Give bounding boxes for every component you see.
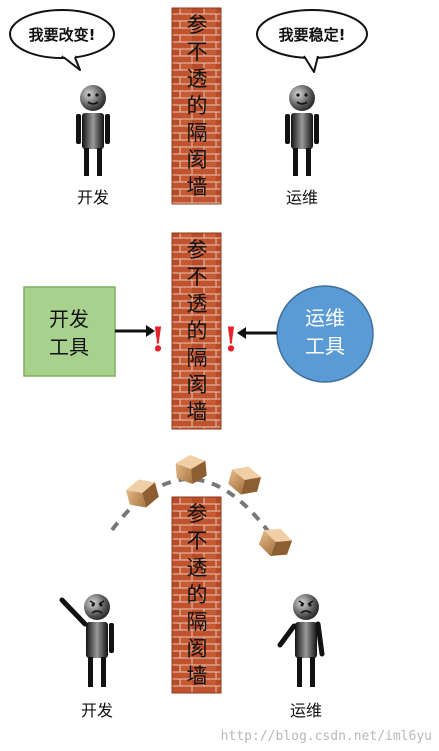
wall-char: 阂 [187, 373, 208, 397]
ops-tool-line1: 运维 [305, 306, 345, 330]
panel-1: 参 不 透 的 隔 阂 墙 我要改变! 我要稳定! [9, 7, 368, 207]
wall-char: 的 [187, 583, 208, 607]
dev-label-bottom: 开发 [81, 701, 113, 720]
dev-speech-bubble: 我要改变! [9, 9, 115, 71]
wall-char: 阂 [187, 637, 208, 661]
dev-tool-box: 开发 工具 [23, 286, 116, 377]
wall-char: 透 [187, 556, 208, 580]
dev-tool-line1: 开发 [49, 307, 89, 331]
wall-char: 不 [187, 40, 208, 64]
dev-tool-line2: 工具 [49, 335, 89, 359]
ops-speech-bubble: 我要稳定! [256, 9, 368, 73]
brick-wall-2: 参 不 透 的 隔 阂 墙 [171, 232, 222, 430]
wall-char: 不 [187, 265, 208, 289]
wall-char: 透 [187, 292, 208, 316]
wall-char: 隔 [187, 121, 208, 145]
wall-char: 墙 [187, 664, 208, 688]
panel-2: 参 不 透 的 隔 阂 墙 开发 工具 ! 运维 工具 [23, 232, 374, 430]
ops-tool-line2: 工具 [305, 334, 345, 358]
package-icon [175, 455, 207, 484]
wall-char: 透 [187, 67, 208, 91]
ops-exclaim-icon: ! [224, 320, 239, 360]
wall-char: 的 [187, 94, 208, 118]
wall-char: 隔 [187, 346, 208, 370]
brick-wall-3: 参 不 透 的 隔 阂 墙 [171, 496, 222, 694]
wall-char: 阂 [187, 148, 208, 172]
ops-bubble-text: 我要稳定! [279, 26, 346, 44]
package-icon [228, 466, 262, 495]
package-icon [125, 479, 159, 508]
wall-char: 参 [187, 502, 208, 526]
wall-char: 墙 [187, 400, 208, 424]
watermark: http://blog.csdn.net/iml6yu [221, 729, 432, 744]
wall-char: 参 [187, 238, 208, 262]
wall-char: 隔 [187, 610, 208, 634]
wall-char: 墙 [187, 175, 208, 199]
ops-label-bottom: 运维 [290, 701, 322, 720]
ops-figure [285, 85, 319, 176]
ops-tool-circle: 运维 工具 [276, 285, 374, 383]
ops-arrow-icon [237, 327, 277, 339]
dev-angry-figure [59, 594, 114, 687]
ops-angry-figure [277, 594, 325, 687]
dev-arrow-icon [115, 325, 155, 337]
wall-char: 参 [187, 13, 208, 37]
ops-label: 运维 [286, 188, 318, 207]
panel-3: 参 不 透 的 隔 阂 墙 [59, 455, 325, 720]
dev-exclaim-icon: ! [151, 320, 166, 360]
dev-bubble-text: 我要改变! [29, 26, 96, 44]
brick-wall-1: 参 不 透 的 隔 阂 墙 [171, 7, 222, 205]
wall-char: 不 [187, 529, 208, 553]
dev-label: 开发 [77, 188, 109, 207]
package-icon [258, 528, 293, 557]
dev-figure [76, 85, 110, 176]
wall-char: 的 [187, 319, 208, 343]
